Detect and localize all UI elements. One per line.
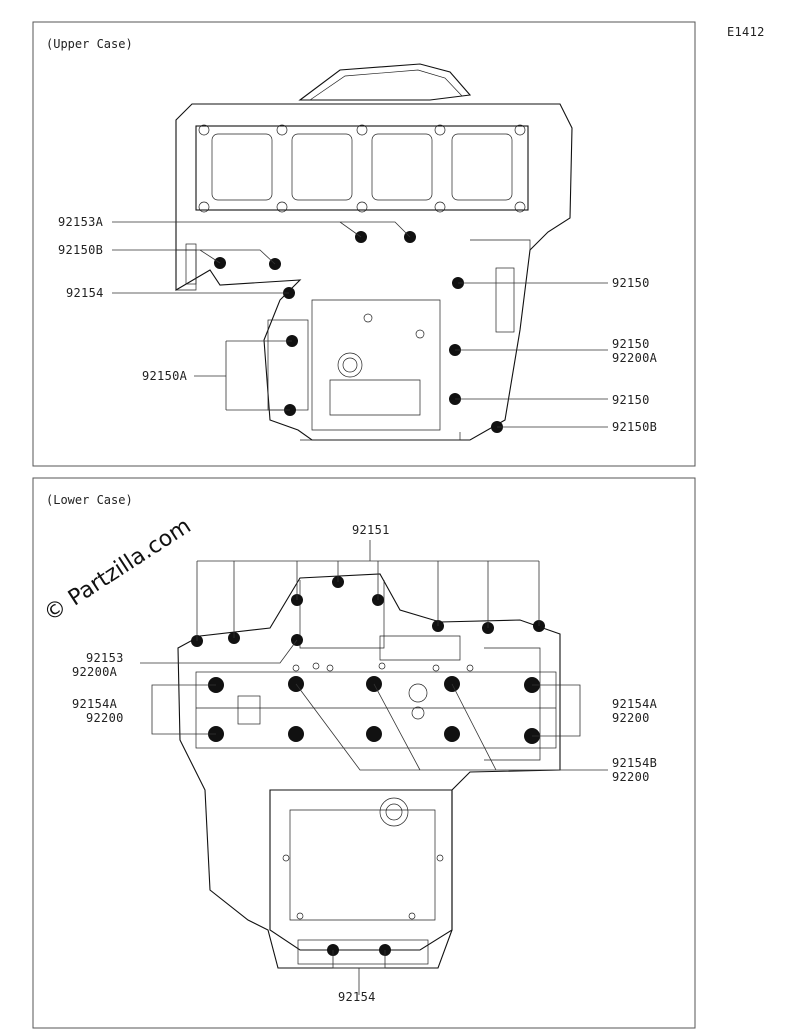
upper-label-92150a: 92150A (142, 369, 188, 383)
upper-crankcase-drawing (175, 63, 573, 441)
lower-label-92154b: 92154B (612, 756, 657, 770)
upper-label-92150b-right: 92150B (612, 420, 657, 434)
upper-label-92153a: 92153A (58, 215, 104, 229)
upper-label-92200a: 92200A (612, 351, 658, 365)
upper-label-92150-mid: 92150 (612, 337, 650, 351)
upper-case-panel: (Upper Case) (32, 21, 696, 467)
lower-label-92200-lower: 92200 (612, 770, 650, 784)
upper-label-92150-top: 92150 (612, 276, 650, 290)
bolt-inner-e (366, 726, 382, 742)
lower-label-92154: 92154 (338, 990, 376, 1004)
upper-label-92150b-left: 92150B (58, 243, 103, 257)
lower-label-92200-left: 92200 (86, 711, 124, 725)
bolt-inner-d (288, 726, 304, 742)
lower-case-title: (Lower Case) (46, 493, 133, 507)
upper-label-92154: 92154 (66, 286, 104, 300)
upper-case-title: (Upper Case) (46, 37, 133, 51)
partzilla-watermark: © Partzilla.com (40, 514, 196, 627)
lower-label-92200-right: 92200 (612, 711, 650, 725)
lower-case-panel: (Lower Case) © Partzilla.com (32, 477, 696, 1029)
lower-label-92154a-left: 92154A (72, 697, 118, 711)
lower-label-92154a-right: 92154A (612, 697, 658, 711)
diagram-code: E1412 (727, 25, 765, 39)
lower-crankcase-drawing (177, 573, 561, 969)
lower-label-92151: 92151 (352, 523, 390, 537)
lower-label-92200a: 92200A (72, 665, 118, 679)
upper-label-92150-low: 92150 (612, 393, 650, 407)
lower-label-92153: 92153 (86, 651, 124, 665)
lower-case-frame (32, 477, 696, 1029)
upper-case-frame (32, 21, 696, 467)
bolt-inner-f (444, 726, 460, 742)
